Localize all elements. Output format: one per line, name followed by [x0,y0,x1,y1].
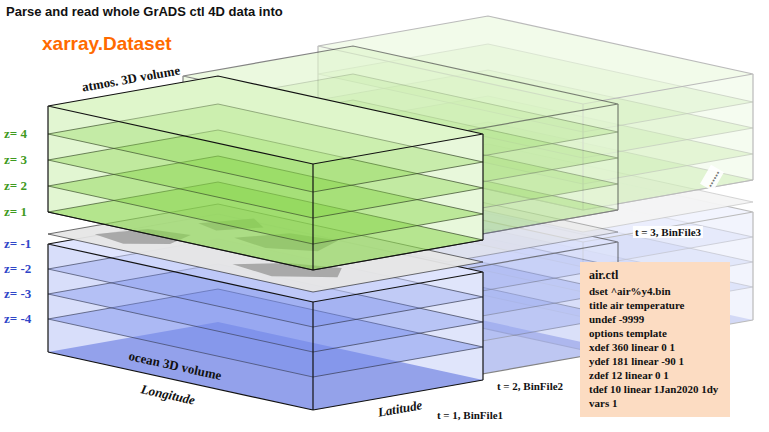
ctl-line: dset ^air%y4.bin [589,284,721,298]
file-name: air.ctl [589,268,721,282]
time-step-volume [48,76,483,410]
ctl-line: vars 1 [589,396,721,410]
level-label: z= 4 [4,126,27,142]
time-label: t = 2, BinFile2 [495,380,565,392]
volume-edge [47,244,48,352]
level-label: z= -1 [4,236,31,252]
level-label: z= 2 [4,178,27,194]
volume-edge [752,74,753,180]
level-label: z= -4 [4,311,31,327]
subtitle: xarray.Dataset [42,33,172,55]
ctl-line: zdef 12 linear 0 1 [589,368,721,382]
ctl-line: xdef 360 linear 0 1 [589,340,721,354]
axis-label: Longitude [139,381,196,408]
time-label: t = 1, BinFile1 [435,409,505,421]
level-label: z= -3 [4,286,31,302]
ctl-line: title air temperature [589,298,721,312]
ctl-line: ydef 181 linear -90 1 [589,354,721,368]
volume-edge [752,212,753,320]
ctl-line: tdef 10 linear 1Jan2020 1dy [589,382,721,396]
volume-edge [47,106,48,212]
axis-label: Latitude [377,397,424,421]
volume-edge [482,134,483,240]
time-label: t = 3, BinFile3 [633,226,703,238]
level-label: z= -2 [4,261,31,277]
volume-edge [48,212,313,270]
volume-edge [617,104,618,210]
volume-edge [312,302,313,410]
diagram-title: Parse and read whole GrADS ctl 4D data i… [6,4,283,19]
ctl-line: undef -9999 [589,312,721,326]
volume-edge [482,272,483,380]
ctl-file-box: air.ctl dset ^air%y4.bintitle air tempera… [580,262,730,417]
volume-edge [313,240,483,270]
volume-edge [312,164,313,270]
ctl-line: options template [589,326,721,340]
level-label: z= 3 [4,152,27,168]
level-label: z= 1 [4,204,27,220]
